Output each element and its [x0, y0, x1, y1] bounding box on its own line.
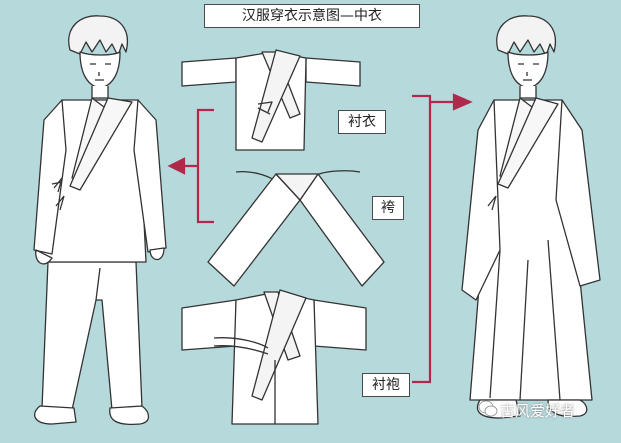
garment-trousers: [207, 170, 385, 287]
left-figure: [33, 15, 167, 426]
label-trousers: 袴: [372, 196, 404, 220]
label-robe: 衬袍: [362, 373, 410, 397]
diagram-title: 汉服穿衣示意图—中衣: [204, 4, 420, 28]
watermark: 古风爱好者: [500, 402, 576, 420]
wechat-icon: [478, 400, 498, 417]
label-shirt: 衬衣: [338, 110, 386, 134]
right-bracket-arrow: [412, 93, 473, 384]
left-bracket-arrow: [167, 108, 214, 224]
garment-shirt: [181, 49, 361, 151]
garment-robe: [181, 289, 367, 425]
right-figure: [461, 15, 601, 419]
